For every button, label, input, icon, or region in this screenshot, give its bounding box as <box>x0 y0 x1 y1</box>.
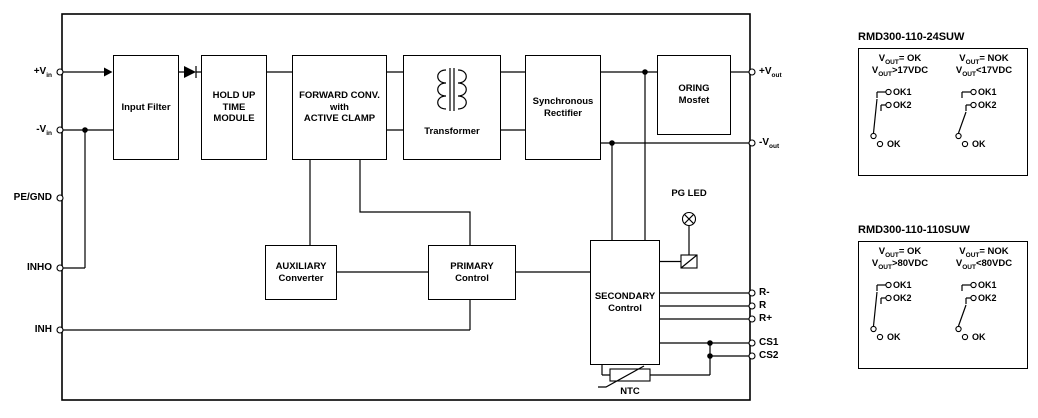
enclosure-outline <box>61 13 751 401</box>
contact-label-ok2: OK2 <box>893 293 912 303</box>
contact-label-ok1: OK1 <box>893 280 912 290</box>
block-sync-rectifier-label: Synchronous Rectifier <box>532 95 594 119</box>
block-oring-mosfet: ORING Mosfet <box>657 55 731 135</box>
panel-110suw-nok-condition: VOUT<80VDC <box>955 258 1013 271</box>
block-holdup-module-label: HOLD UP TIME MODULE <box>212 89 256 125</box>
block-oring-mosfet-label: ORING Mosfet <box>678 83 710 106</box>
block-secondary-control: SECONDARY Control <box>590 240 660 365</box>
ntc-label: NTC <box>620 386 640 397</box>
panel-24suw-title: RMD300-110-24SUW <box>858 31 965 43</box>
transformer-icon <box>437 68 467 111</box>
panel-110suw-nok-state: VOUT= NOK <box>959 246 1009 259</box>
contact-label-ok1: OK1 <box>978 87 997 97</box>
block-forward-converter: FORWARD CONV. with ACTIVE CLAMP <box>292 55 387 160</box>
panel-110suw-title: RMD300-110-110SUW <box>858 224 970 236</box>
block-aux-converter: AUXILIARY Converter <box>265 245 337 300</box>
ntc-icon <box>598 365 651 388</box>
block-forward-converter-label: FORWARD CONV. with ACTIVE CLAMP <box>299 89 380 125</box>
right-terminals <box>748 68 756 360</box>
contact-label-ok: OK <box>972 139 986 149</box>
input-arrow-icon <box>104 67 113 77</box>
block-primary-control: PRIMARY Control <box>428 245 516 300</box>
panel-110suw-box <box>858 241 1028 369</box>
contact-label-ok: OK <box>887 139 901 149</box>
block-input-filter: Input Filter <box>113 55 179 160</box>
panel-110suw-ok-state: VOUT= OK <box>878 246 922 259</box>
terminal-label-cs1: CS1 <box>759 337 779 348</box>
pg-led-label: PG LED <box>671 188 707 199</box>
terminal-label-pe-gnd: PE/GND <box>13 192 52 203</box>
contact-label-ok2: OK2 <box>978 100 997 110</box>
pg-led-icon <box>680 211 698 269</box>
block-input-filter-label: Input Filter <box>121 101 171 113</box>
terminal-label-vout-neg: -Vout <box>759 137 780 150</box>
contact-label-ok1: OK1 <box>978 280 997 290</box>
panel-110suw-ok-condition: VOUT>80VDC <box>871 258 929 271</box>
terminal-label-inh: INH <box>34 324 52 335</box>
contact-label-ok: OK <box>972 332 986 342</box>
panel-24suw-nok-state: VOUT= NOK <box>959 53 1009 66</box>
panel-24suw-nok-condition: VOUT<17VDC <box>955 65 1013 78</box>
panel-24suw-box <box>858 48 1028 176</box>
block-holdup-module: HOLD UP TIME MODULE <box>201 55 267 160</box>
terminal-label-vin-neg: -Vin <box>36 124 52 137</box>
terminal-label-r-plus: R+ <box>759 313 773 324</box>
terminal-label-r-minus: R- <box>759 287 770 298</box>
block-sync-rectifier: Synchronous Rectifier <box>525 55 601 160</box>
terminal-label-vout-pos: +Vout <box>759 66 782 79</box>
contact-label-ok: OK <box>887 332 901 342</box>
block-primary-control-label: PRIMARY Control <box>450 260 494 284</box>
contact-label-ok2: OK2 <box>893 100 912 110</box>
diode-icon <box>184 66 197 78</box>
panel-24suw-ok-state: VOUT= OK <box>878 53 922 66</box>
contact-label-ok1: OK1 <box>893 87 912 97</box>
wires <box>63 71 749 376</box>
block-aux-converter-label: AUXILIARY Converter <box>275 260 327 284</box>
block-transformer: Transformer <box>403 55 501 160</box>
block-secondary-control-label: SECONDARY Control <box>594 290 656 314</box>
left-terminals <box>56 68 64 334</box>
junction-dots <box>82 69 713 359</box>
terminal-label-cs2: CS2 <box>759 350 779 361</box>
terminal-label-r: R <box>759 300 767 311</box>
block-transformer-label: Transformer <box>424 126 480 137</box>
terminal-label-vin-pos: +Vin <box>33 66 52 79</box>
contact-label-ok2: OK2 <box>978 293 997 303</box>
terminal-label-inho: INHO <box>27 262 52 273</box>
panel-24suw-ok-condition: VOUT>17VDC <box>871 65 929 78</box>
